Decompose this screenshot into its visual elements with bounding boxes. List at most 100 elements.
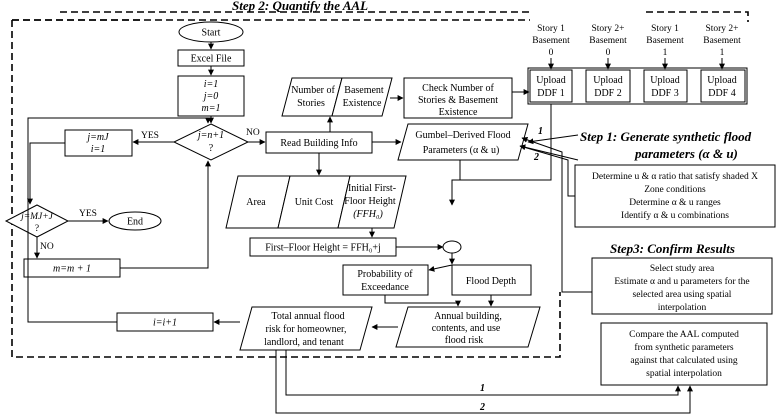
yes-label-1: YES — [141, 131, 159, 141]
ddf-c3-l2: DDF 3 — [651, 88, 679, 99]
arrow-label-2a: 2 — [533, 152, 539, 163]
i-increment-label: i=i+1 — [153, 318, 177, 329]
decision1-line-2: ? — [209, 143, 214, 154]
init-line-3: m=1 — [202, 103, 221, 114]
jmj-line-1: j=mJ — [85, 132, 109, 143]
ddf-cell-1 — [529, 69, 573, 103]
stories-line-2: Stories — [297, 98, 325, 109]
ddf-c1-l1: Upload — [536, 75, 565, 86]
init-line-2: j=0 — [202, 91, 219, 102]
step1-heading-line-2: parameters (α & u) — [634, 146, 738, 161]
compare-box — [600, 322, 768, 386]
ddf-h1-l3: 0 — [549, 48, 554, 58]
ddf-h2-l3: 0 — [606, 48, 611, 58]
jmj-box — [64, 129, 133, 157]
ddf-cell-2 — [585, 69, 631, 103]
probability-line-2: Exceedance — [361, 282, 409, 293]
step1-line-1: Determine u & α ratio that satisfy shade… — [592, 171, 758, 182]
decision-j-n1 — [172, 123, 250, 161]
init-line-1: i=1 — [204, 79, 219, 90]
read-building-info-label: Read Building Info — [280, 138, 357, 149]
compare-line-2: from synthetic parameters — [634, 342, 733, 353]
decision2-line-1: j=MJ+J — [19, 212, 54, 222]
arrow-label-1b: 1 — [480, 383, 485, 394]
total-risk-output — [239, 306, 373, 351]
m-increment-label: m=m + 1 — [53, 264, 91, 275]
annual-line-2: contents, and use — [432, 323, 501, 334]
step1-line-3: Determine α & u ranges — [629, 198, 721, 208]
ddf-c3-l1: Upload — [650, 75, 679, 86]
total-line-3: landlord, and tenant — [264, 337, 344, 348]
check-line-3: Existence — [439, 107, 478, 118]
basement-line-1: Basement — [344, 85, 384, 96]
start-label: Start — [202, 28, 221, 39]
initial-ffh-input — [337, 175, 407, 229]
annual-line-3: flood risk — [445, 335, 484, 346]
initial-ffh-line-3: (FFH₀) — [353, 209, 383, 220]
unit-cost-label: Unit Cost — [295, 197, 334, 208]
ddf-c4-l1: Upload — [707, 75, 736, 86]
compare-line-4: spatial interpolation — [646, 369, 722, 379]
arrow-label-2b: 2 — [479, 402, 485, 413]
step3-box — [591, 257, 773, 315]
arrow-label-1a: 1 — [538, 126, 543, 137]
ddf-h2-l2: Basement — [589, 36, 627, 46]
ddf-c4-l2: DDF 4 — [708, 88, 736, 99]
ddf-h3-l1: Story 1 — [651, 24, 679, 34]
step2-boundary-top — [60, 11, 749, 22]
total-line-2: risk for homeowner, — [266, 324, 347, 335]
flood-depth-label: Flood Depth — [466, 276, 516, 287]
jmj-line-2: i=1 — [91, 144, 106, 155]
ddf-h1-l1: Story 1 — [537, 24, 565, 34]
probability-line-1: Probability of — [357, 269, 413, 280]
gumbel-params-input — [397, 123, 529, 161]
ddf-table-frame — [527, 67, 748, 105]
yes-label-2: YES — [79, 209, 97, 219]
ddf-h4-l2: Basement — [703, 36, 741, 46]
ddf-h2-l1: Story 2+ — [591, 24, 624, 34]
ddf-headers: Story 1 Basement 0 Story 2+ Basement 0 S… — [532, 24, 741, 58]
step1-heading-line-1: Step 1: Generate synthetic flood — [580, 129, 752, 144]
area-label: Area — [246, 197, 266, 208]
step2-heading: Step 2: Quantify the AAL — [232, 0, 368, 13]
ddf-c1-l2: DDF 1 — [537, 88, 565, 99]
annual-line-1: Annual building, — [434, 311, 502, 322]
ddf-h1-l2: Basement — [532, 36, 570, 46]
init-box — [177, 75, 245, 117]
ddf-h4-l3: 1 — [720, 48, 725, 58]
step1-line-2: Zone conditions — [644, 185, 706, 195]
gumbel-line-1: Gumbel–Derived Flood — [415, 130, 510, 141]
step3-line-4: interpolation — [658, 303, 707, 313]
ddf-h3-l2: Basement — [646, 36, 684, 46]
step3-line-1: Select study area — [650, 264, 715, 274]
stories-line-1: Number of — [291, 85, 335, 96]
annual-risk-output — [395, 306, 541, 348]
initial-ffh-line-1: Initial First- — [348, 183, 396, 194]
end-terminal — [108, 211, 162, 231]
no-label-1: NO — [246, 128, 260, 138]
step3-line-3: selected area using spatial — [633, 290, 732, 300]
step3-heading: Step3: Confirm Results — [610, 241, 735, 256]
ffh-label: First–Floor Height = FFH₀+j — [265, 243, 381, 254]
gumbel-line-2: Parameters (α & u) — [423, 145, 500, 156]
excel-file-label: Excel File — [191, 54, 232, 65]
decision2-line-2: ? — [35, 224, 39, 234]
initial-ffh-line-2: Floor Height — [344, 196, 396, 207]
step3-line-2: Estimate α and u parameters for the — [614, 276, 749, 287]
end-label: End — [127, 217, 143, 228]
compare-line-3: against that calculated using — [630, 356, 738, 366]
probability-box — [342, 264, 429, 296]
total-line-1: Total annual flood — [271, 311, 344, 322]
check-stories-box — [403, 77, 513, 119]
ddf-h4-l1: Story 2+ — [705, 24, 738, 34]
check-line-1: Check Number of — [422, 83, 494, 94]
basement-line-2: Existence — [343, 98, 382, 109]
compare-line-1: Compare the AAL computed — [629, 330, 739, 340]
ddf-h3-l3: 1 — [663, 48, 668, 58]
basement-input — [331, 77, 393, 117]
no-label-2: NO — [40, 242, 54, 252]
merge-node — [442, 240, 462, 254]
decision1-line-1: j=n+1 — [196, 130, 224, 141]
ddf-c2-l2: DDF 2 — [594, 88, 622, 99]
